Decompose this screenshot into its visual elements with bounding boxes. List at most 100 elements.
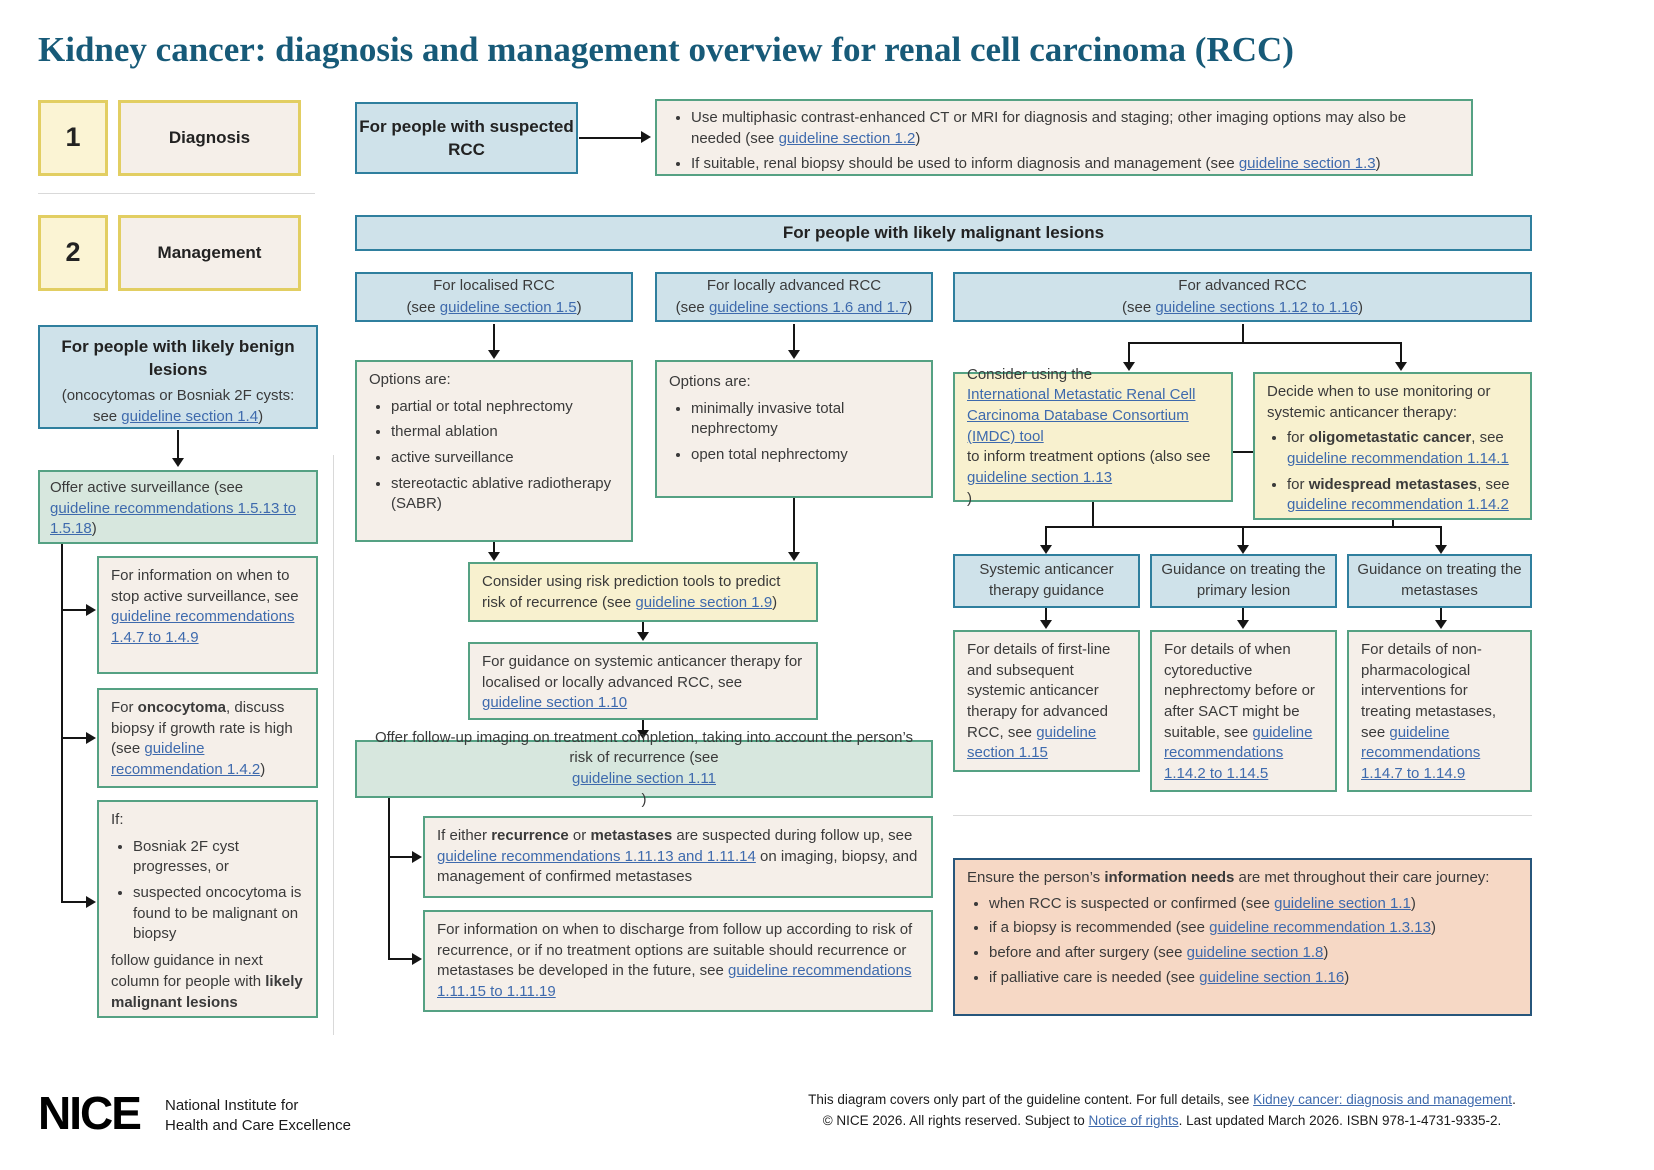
- column-header-sub: (see guideline sections 1.6 and 1.7): [675, 298, 913, 316]
- guideline-link[interactable]: guideline recommendation 1.14.1: [1287, 450, 1509, 468]
- connector-line: [1045, 608, 1047, 620]
- connector-line: [1400, 344, 1402, 363]
- arrow-right-icon: [86, 604, 96, 616]
- guideline-link[interactable]: guideline recommendation 1.4.2: [111, 740, 261, 779]
- arrow-down-icon: [488, 350, 500, 359]
- bullet-item: minimally invasive total nephrectomy: [691, 399, 919, 440]
- connector-line: [793, 324, 795, 350]
- guideline-link[interactable]: guideline recommendations 1.11.15 to 1.1…: [437, 962, 912, 1001]
- decide-monitoring-box: Decide when to use monitoring or systemi…: [1253, 372, 1532, 520]
- connector-line: [1392, 520, 1394, 526]
- guideline-link[interactable]: guideline recommendation 1.3.13: [1209, 919, 1431, 937]
- bullet-item: for widespread metastases, see guideline…: [1287, 475, 1518, 516]
- column-header-title: For locally advanced RCC: [706, 276, 882, 294]
- arrow-right-icon: [412, 953, 422, 965]
- arrow-down-icon: [637, 632, 649, 641]
- guideline-link[interactable]: Notice of rights: [1088, 1112, 1179, 1128]
- risk-prediction-box: Consider using risk prediction tools to …: [468, 562, 818, 622]
- connector-line: [1242, 324, 1244, 342]
- step-number-1: 1: [38, 100, 108, 176]
- guideline-link[interactable]: guideline section 1.2: [778, 129, 916, 147]
- guideline-link[interactable]: guideline section 1.16: [1199, 968, 1345, 986]
- locally-advanced-options-box: Options are: minimally invasive total ne…: [655, 360, 933, 498]
- header-advanced-rcc: For advanced RCC (see guideline sections…: [953, 272, 1532, 322]
- divider-line: [953, 815, 1532, 816]
- footer-line: © NICE 2026. All rights reserved. Subjec…: [822, 1112, 1502, 1128]
- page-title: Kidney cancer: diagnosis and management …: [38, 30, 1294, 69]
- if-progression-box: If: Bosniak 2F cyst progresses, or suspe…: [97, 800, 318, 1018]
- connector-line: [1045, 526, 1442, 528]
- column-header-sub: (see guideline section 1.5): [406, 298, 582, 316]
- connector-line: [1128, 344, 1130, 363]
- footer-notice: This diagram covers only part of the gui…: [790, 1090, 1534, 1132]
- guideline-link[interactable]: guideline section 1.5: [439, 298, 577, 316]
- bullet-item: before and after surgery (see guideline …: [989, 943, 1518, 964]
- guideline-link[interactable]: guideline section 1.8: [1186, 944, 1324, 962]
- arrow-down-icon: [1435, 620, 1447, 629]
- connector-line: [493, 324, 495, 350]
- connector-line: [1092, 502, 1094, 526]
- guideline-link[interactable]: guideline recommendations 1.14.7 to 1.14…: [1361, 723, 1481, 783]
- connector-line: [388, 958, 412, 960]
- if-intro: If:: [111, 811, 124, 828]
- bullet-item: when RCC is suspected or confirmed (see …: [989, 894, 1518, 915]
- connector-line: [61, 544, 63, 902]
- recurrence-metastases-box: If either recurrence or metastases are s…: [423, 816, 933, 898]
- guideline-link[interactable]: guideline recommendations 1.4.7 to 1.4.9: [111, 608, 295, 647]
- step-label-management: Management: [118, 215, 301, 291]
- connector-line: [388, 856, 412, 858]
- header-locally-advanced-rcc: For locally advanced RCC (see guideline …: [655, 272, 933, 322]
- imdc-tool-box: Consider using the International Metasta…: [953, 366, 1233, 507]
- guideline-link[interactable]: guideline recommendations 1.5.13 to 1.5.…: [50, 499, 296, 538]
- arrow-down-icon: [1237, 545, 1249, 554]
- arrow-right-icon: [86, 896, 96, 908]
- header-sact-guidance: Systemic anticancer therapy guidance: [953, 554, 1140, 608]
- options-intro: Options are:: [369, 371, 451, 388]
- guideline-link[interactable]: guideline section 1.11: [572, 770, 716, 787]
- connector-line: [1440, 528, 1442, 545]
- arrow-down-icon: [1395, 362, 1407, 371]
- arrow-right-icon: [641, 131, 651, 143]
- guideline-link[interactable]: guideline recommendation 1.14.2: [1287, 496, 1509, 514]
- arrow-down-icon: [1123, 362, 1135, 371]
- bullet-item: for oligometastatic cancer, see guidelin…: [1287, 428, 1518, 469]
- guideline-link[interactable]: International Metastatic Renal Cell Carc…: [967, 386, 1196, 445]
- connector-line: [579, 137, 641, 139]
- arrow-down-icon: [1435, 545, 1447, 554]
- benign-lesions-box: For people with likely benign lesions (o…: [38, 325, 318, 429]
- guideline-link[interactable]: guideline recommendations 1.11.13 and 1.…: [437, 847, 756, 865]
- bullet-item: suspected oncocytoma is found to be mali…: [133, 883, 304, 945]
- guideline-link[interactable]: guideline section 1.13: [967, 469, 1113, 487]
- guideline-link[interactable]: guideline section 1.9: [635, 593, 773, 611]
- guideline-link[interactable]: guideline sections 1.6 and 1.7: [708, 298, 908, 316]
- oncocytoma-box: For oncocytoma, discuss biopsy if growth…: [97, 688, 318, 788]
- malignant-lesions-banner: For people with likely malignant lesions: [355, 215, 1532, 251]
- connector-line: [61, 901, 86, 903]
- nice-logo: NICE: [38, 1087, 142, 1139]
- bullet-item: Use multiphasic contrast-enhanced CT or …: [691, 108, 1459, 149]
- if-outro: follow guidance in next column for peopl…: [111, 952, 303, 1011]
- connector-line: [1233, 451, 1253, 453]
- guideline-link[interactable]: guideline section 1.1: [1274, 894, 1411, 912]
- guideline-link[interactable]: guideline section 1.10: [482, 694, 628, 712]
- guideline-link[interactable]: guideline recommendations 1.14.2 to 1.14…: [1164, 723, 1313, 783]
- connector-line: [1242, 528, 1244, 545]
- column-header-sub: (see guideline sections 1.12 to 1.16): [1121, 298, 1363, 316]
- guideline-link[interactable]: guideline section 1.3: [1238, 155, 1376, 173]
- divider-line: [333, 455, 334, 1035]
- guideline-link[interactable]: guideline section 1.15: [967, 723, 1097, 762]
- connector-line: [793, 498, 795, 553]
- active-surveillance-box: Offer active surveillance (see guideline…: [38, 470, 318, 544]
- connector-line: [1242, 608, 1244, 620]
- connector-line: [642, 622, 644, 632]
- info-needs-intro: Ensure the person’s information needs ar…: [967, 869, 1490, 886]
- arrow-right-icon: [412, 851, 422, 863]
- nice-org-line: National Institute for: [165, 1097, 299, 1114]
- guideline-link[interactable]: guideline section 1.4: [121, 407, 259, 425]
- arrow-down-icon: [637, 730, 649, 739]
- arrow-down-icon: [172, 458, 184, 467]
- arrow-down-icon: [488, 552, 500, 561]
- guideline-link[interactable]: Kidney cancer: diagnosis and management: [1253, 1092, 1513, 1107]
- guideline-link[interactable]: guideline sections 1.12 to 1.16: [1155, 298, 1358, 316]
